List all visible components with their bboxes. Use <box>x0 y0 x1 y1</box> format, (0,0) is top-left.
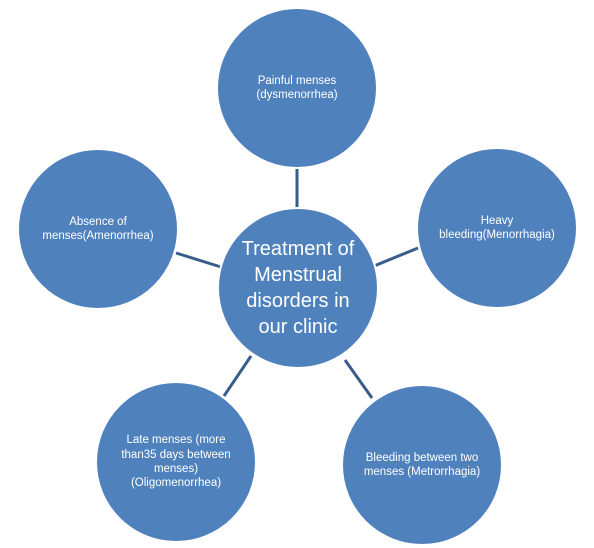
center-node-label: Treatment of Menstrual disorders in our … <box>241 238 355 338</box>
connector-metrorrhagia <box>343 359 374 399</box>
node-circle-amenorrhea <box>17 148 179 310</box>
node-circle-oligomenorrhea <box>95 381 257 543</box>
node-label-metrorrhagia: Bleeding between two menses (Metrorrhagi… <box>363 451 481 478</box>
node-circle-dysmenorrhea <box>216 7 378 169</box>
node-label-amenorrhea: Absence of menses(Amenorrhea) <box>42 215 154 242</box>
connector-oligomenorrhea <box>222 355 253 397</box>
node-circle-menorrhagia <box>416 147 578 309</box>
connectors <box>175 167 419 399</box>
node-label-menorrhagia: Heavy bleeding(Menorrhagia) <box>439 214 555 241</box>
node-circle-metrorrhagia <box>341 384 503 546</box>
nodes <box>17 7 578 546</box>
node-label-dysmenorrhea: Painful menses (dysmenorrhea) <box>256 74 338 101</box>
center-node-circle <box>217 207 379 369</box>
connector-amenorrhea <box>175 251 222 269</box>
node-label-oligomenorrhea: Late menses (more than35 days between me… <box>121 434 231 490</box>
connector-menorrhagia <box>373 246 419 268</box>
